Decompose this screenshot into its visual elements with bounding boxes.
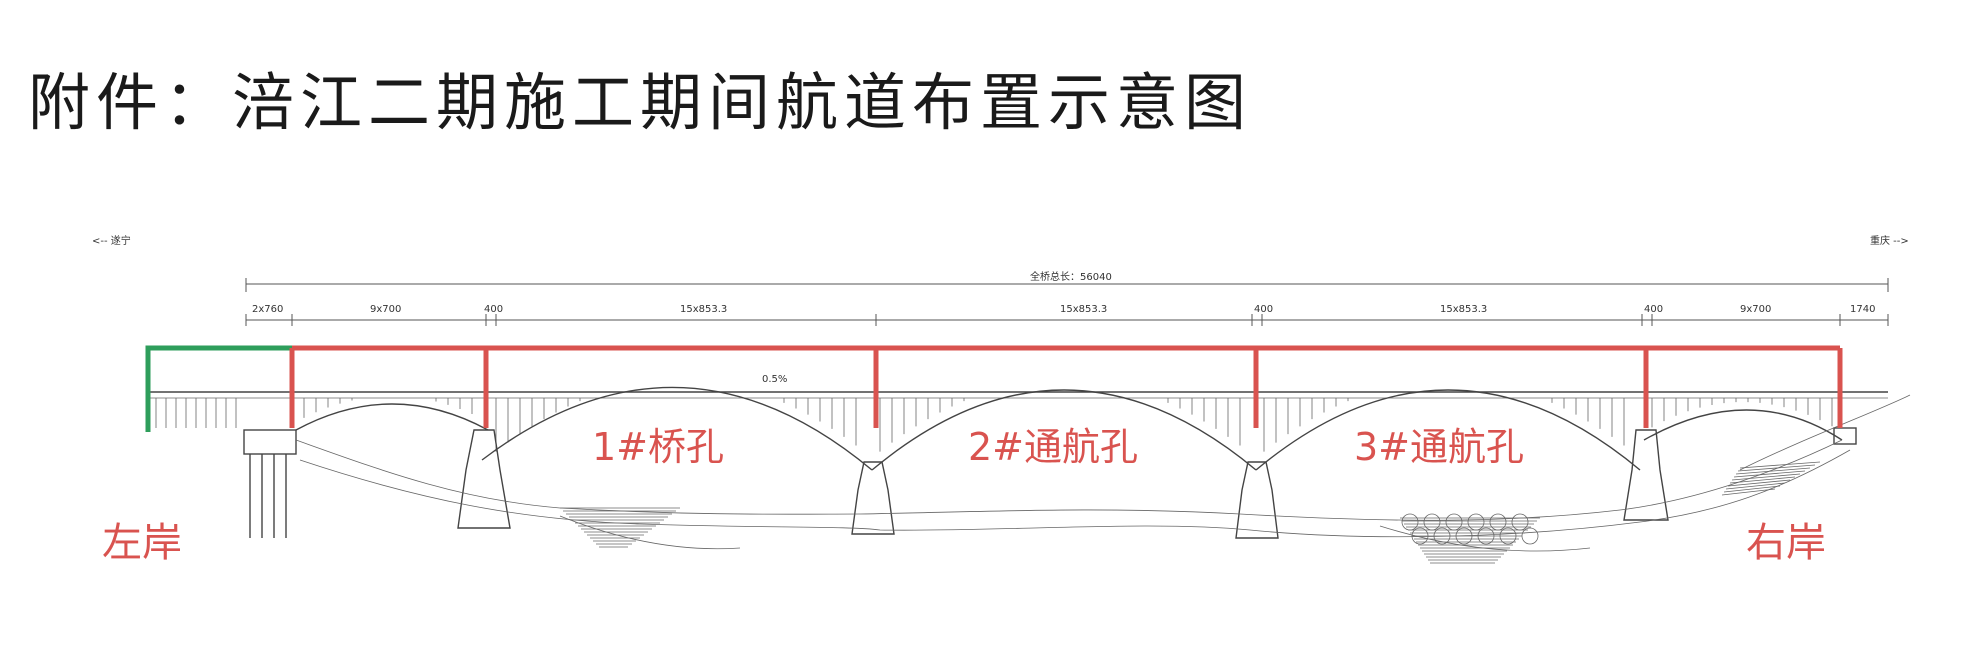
left-bank-marker [145, 345, 292, 432]
arches [295, 386, 1843, 471]
span-dimension-label: 400 [1254, 304, 1273, 315]
page-title: 附件：涪江二期施工期间航道布置示意图 [28, 66, 1253, 139]
span-dimension-label: 9x700 [370, 304, 401, 315]
total-length-label: 全桥总长：56040 [1030, 270, 1112, 283]
corner-label-left: <-- 遂宁 [92, 234, 131, 247]
total-length-dimension: 全桥总长：56040 [245, 270, 1889, 292]
sediment-hatch [560, 461, 1821, 564]
pier-right-abutment [1833, 427, 1857, 445]
arch-3 [1255, 389, 1641, 471]
span-dimension-label: 15x853.3 [1060, 304, 1107, 315]
span-dimensions: 2x760 9x700 400 15x853.3 15x853.3 400 15x853.3… [245, 304, 1889, 326]
arch-2 [871, 389, 1257, 471]
pier-1 [457, 429, 511, 529]
approach-arch-right [1643, 409, 1843, 441]
approach-arch-left [295, 403, 489, 431]
pier-2 [851, 461, 895, 535]
riverbed [295, 394, 1911, 552]
span-dimension-label: 15x853.3 [1440, 304, 1487, 315]
navigation-frame [289, 345, 1843, 428]
corner-label-right: 重庆 --> [1870, 234, 1909, 247]
span-dimension-label: 400 [1644, 304, 1663, 315]
opening-label: 3#通航孔 [1354, 425, 1524, 469]
span-dimension-label: 15x853.3 [680, 304, 727, 315]
pier-left-abutment [243, 429, 297, 538]
pier-3 [1235, 461, 1279, 539]
arch-1 [481, 386, 873, 471]
bank-label-right: 右岸 [1746, 520, 1826, 566]
bank-label-left: 左岸 [102, 520, 182, 566]
opening-label: 2#通航孔 [968, 425, 1138, 469]
piers [243, 427, 1857, 539]
opening-label: 1#桥孔 [592, 425, 724, 469]
span-dimension-label: 9x700 [1740, 304, 1771, 315]
bridge-deck: 0.5% [148, 374, 1888, 399]
span-dimension-label: 400 [484, 304, 503, 315]
grade-label: 0.5% [762, 374, 787, 385]
opening-labels: 1#桥孔 2#通航孔 3#通航孔 [592, 425, 1524, 469]
pier-4 [1623, 429, 1669, 521]
span-dimension-label: 1740 [1850, 304, 1875, 315]
span-dimension-label: 2x760 [252, 304, 283, 315]
